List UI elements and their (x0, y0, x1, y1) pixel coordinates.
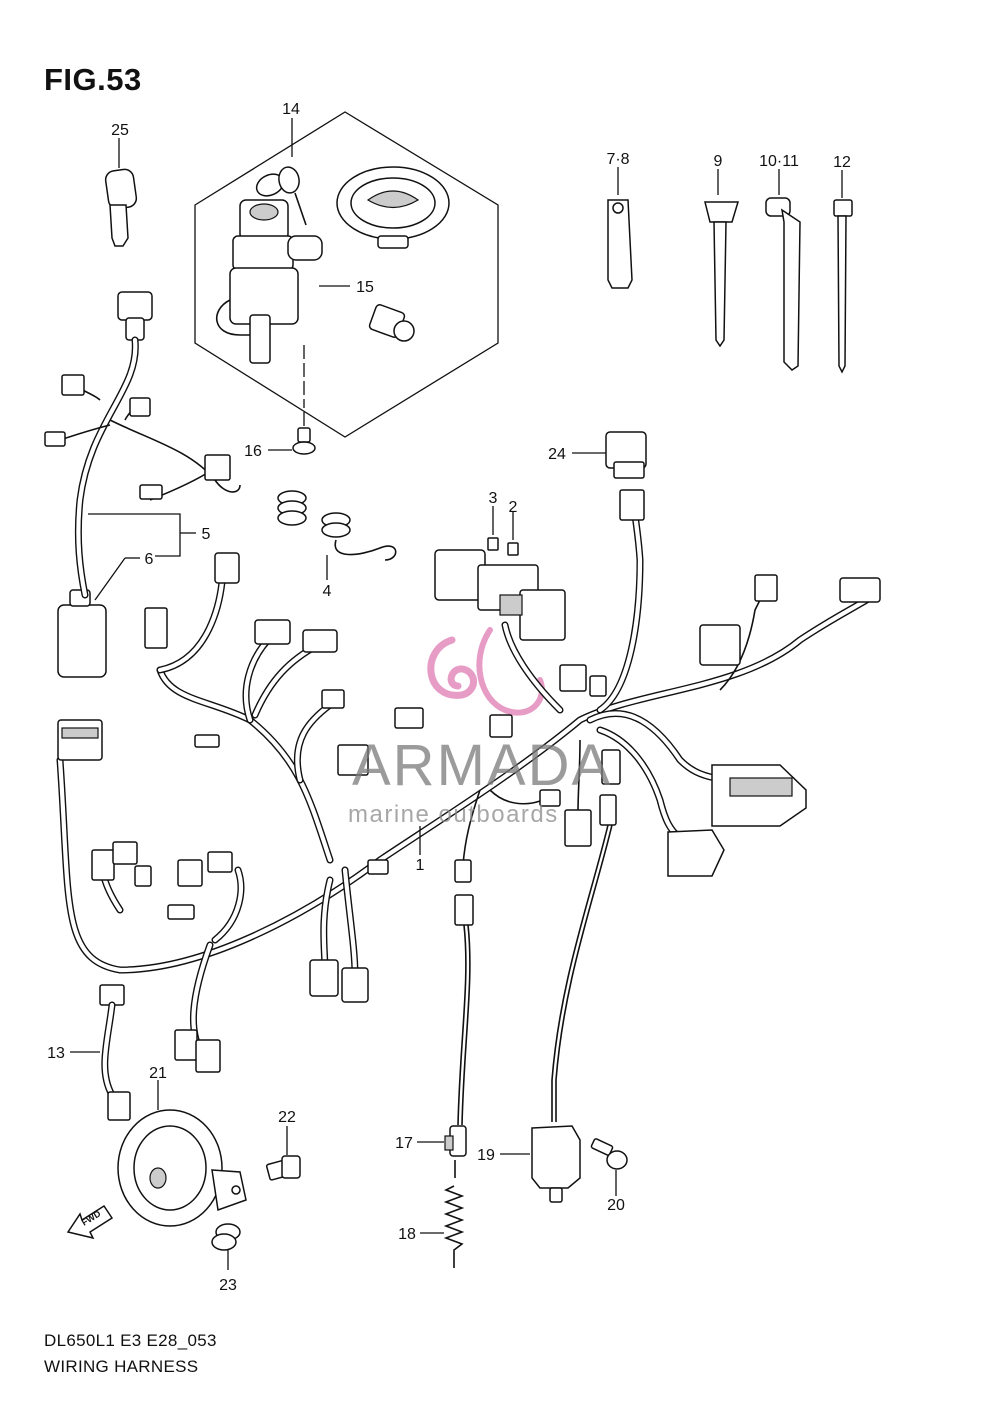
model-code: DL650L1 E3 E28_053 (44, 1331, 217, 1350)
part-label-16: 16 (244, 443, 262, 460)
harness-connectors (57, 489, 881, 1073)
sub-harness-unit (57, 589, 107, 678)
part-label-7-8: 7·8 (606, 151, 629, 168)
spring-clip (277, 490, 397, 580)
part-label-22: 22 (278, 1109, 296, 1126)
forward-direction-arrow: FWD (66, 1204, 114, 1240)
part-labels: 1 2 3 4 5 6 7·8 9 10·11 12 13 14 15 16 1… (47, 101, 851, 1294)
part-label-24: 24 (548, 446, 566, 463)
part-label-5: 5 (202, 526, 211, 543)
part-label-14: 14 (282, 101, 300, 118)
horn (117, 1080, 247, 1227)
part-label-6: 6 (145, 551, 154, 568)
fuse (487, 506, 519, 556)
part-label-15: 15 (356, 279, 374, 296)
cable-tie (704, 169, 740, 348)
part-label-17: 17 (395, 1135, 413, 1152)
part-label-9: 9 (714, 153, 723, 170)
key (104, 138, 138, 247)
fuel-cap-lock (336, 166, 450, 249)
watermark-brand: ARMADA (352, 733, 612, 798)
sub-harness-callouts (88, 513, 196, 601)
diagram-caption: WIRING HARNESS (44, 1357, 199, 1376)
ignition-switch (215, 166, 323, 364)
part-label-23: 23 (219, 1277, 237, 1294)
figure-title: FIG.53 (44, 62, 142, 97)
part-label-2: 2 (509, 499, 518, 516)
sensor (417, 894, 474, 1178)
bolt (265, 1126, 301, 1181)
screw (268, 427, 316, 455)
watermark-tagline: marine outboards (348, 801, 559, 828)
nut (211, 1223, 241, 1270)
seat-lock-cylinder (368, 304, 415, 342)
part-label-21: 21 (149, 1065, 167, 1082)
part-label-12: 12 (833, 154, 851, 171)
part-label-20: 20 (607, 1197, 625, 1214)
ignition-kit-outline (194, 111, 499, 438)
part-label-3: 3 (489, 490, 498, 507)
part-label-10-11: 10·11 (759, 153, 799, 170)
part-label-25: 25 (111, 122, 129, 139)
part-label-4: 4 (323, 583, 332, 600)
part-label-1: 1 (416, 857, 425, 874)
relay (572, 431, 647, 479)
screw (590, 1138, 628, 1196)
harness-clamp (607, 167, 633, 289)
part-label-19: 19 (477, 1147, 495, 1164)
spring (420, 1185, 465, 1268)
cable-clamp (765, 169, 801, 371)
part-label-13: 13 (47, 1045, 65, 1062)
sub-harness (44, 291, 241, 599)
fuse-box (434, 549, 566, 641)
cable-tie-long (833, 170, 853, 374)
part-label-18: 18 (398, 1226, 416, 1243)
horn-lead-wire (70, 984, 131, 1121)
side-stand-switch (500, 794, 617, 1203)
